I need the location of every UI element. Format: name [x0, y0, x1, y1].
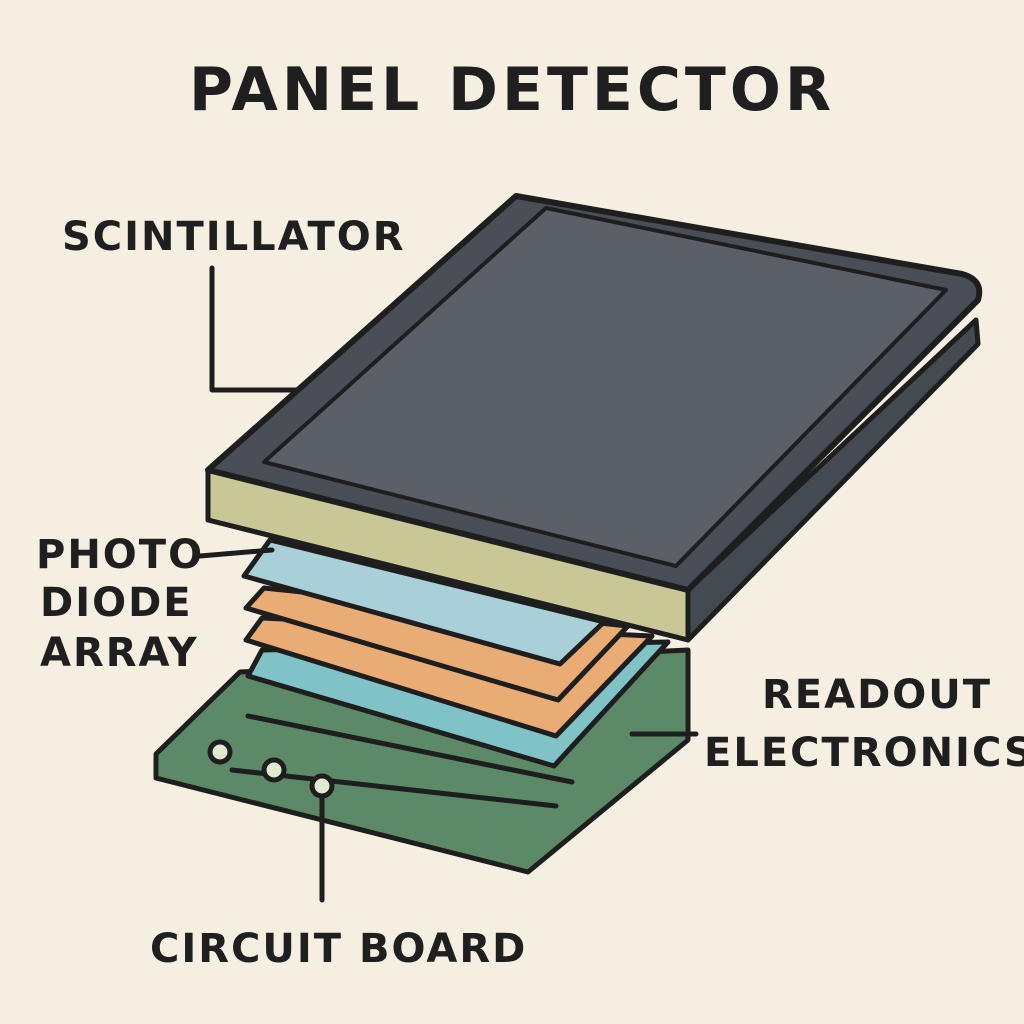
photodiode-label-line-1: PHOTO — [36, 532, 204, 578]
readout-label-line-2: ELECTRONICS — [704, 730, 1024, 776]
scintillator-label: SCINTILLATOR — [62, 214, 406, 260]
circuit-trace-upper — [245, 713, 575, 785]
scintillator-leader-line — [209, 265, 299, 393]
circuit-component — [261, 757, 287, 783]
scintillator-side-face — [685, 317, 981, 643]
circuit-board-label: CIRCUIT BOARD — [150, 926, 527, 972]
photodiode-leader-line — [197, 547, 275, 559]
readout-label-line-1: READOUT — [762, 672, 992, 718]
scintillator-inner-surface — [262, 206, 948, 568]
photodiode-label-line-2: DIODE — [40, 580, 193, 626]
photodiode-label-line-3: ARRAY — [40, 630, 199, 676]
circuit-component — [207, 739, 233, 765]
scintillator-slab — [205, 193, 983, 643]
diagram-title: PANEL DETECTOR — [189, 55, 835, 125]
circuit-component — [309, 773, 335, 799]
circuit-trace-lower — [229, 767, 559, 809]
